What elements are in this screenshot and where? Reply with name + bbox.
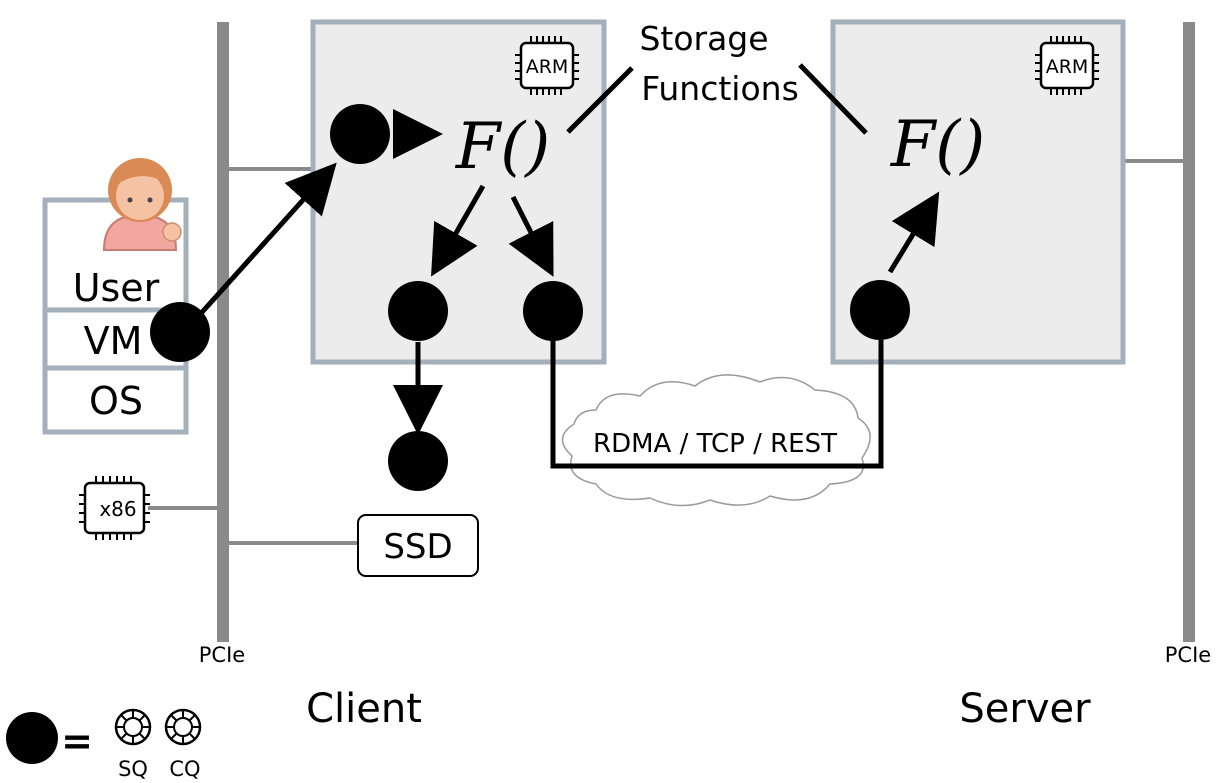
queue-node-ssd <box>388 431 448 491</box>
pcie-left-label: PCIe <box>199 643 245 667</box>
ssd-box <box>357 514 479 577</box>
user-avatar-icon <box>102 158 182 251</box>
arrow-server-queue-to-function <box>887 191 940 274</box>
callout-line-client <box>566 66 634 134</box>
pcie-right-label: PCIe <box>1165 643 1211 667</box>
queue-node-server <box>850 280 910 340</box>
network-link <box>550 340 884 469</box>
callout-line-server <box>798 63 868 135</box>
queue-node-nic-ingress <box>330 104 390 164</box>
function-client-label: F() <box>455 110 550 184</box>
legend-queue-node <box>6 712 58 764</box>
vm-label: VM <box>84 319 143 363</box>
cloud-icon <box>561 374 871 507</box>
chip-icon <box>1035 36 1099 95</box>
queue-ring-icon <box>114 708 152 746</box>
ssd-label: SSD <box>383 527 452 567</box>
storage-functions-line1: Storage <box>639 19 768 58</box>
x86-label: x86 <box>99 497 136 521</box>
arrow-function-to-local-queue <box>431 184 486 277</box>
queue-node-local <box>388 281 448 341</box>
queue-node-vm <box>150 302 210 362</box>
user-label: User <box>73 266 160 310</box>
function-server-label: F() <box>890 108 985 182</box>
pcie-bus-right <box>1183 22 1195 642</box>
legend-equals: = <box>61 719 93 763</box>
chip-icon <box>515 36 579 95</box>
pcie-bus-left <box>217 22 229 642</box>
os-label: OS <box>89 379 143 423</box>
arm-server-label: ARM <box>1046 56 1089 78</box>
network-label: RDMA / TCP / REST <box>593 429 837 459</box>
server-label: Server <box>959 686 1091 732</box>
arrow-vm-to-nic-queue <box>193 162 337 322</box>
client-label: Client <box>306 686 422 732</box>
legend-sq-label: SQ <box>118 757 148 781</box>
chip-icon <box>79 476 150 540</box>
queue-ring-icon <box>164 708 202 746</box>
queue-node-remote <box>523 281 583 341</box>
arm-client-label: ARM <box>526 56 569 78</box>
legend-cq-label: CQ <box>169 757 200 781</box>
storage-functions-line2: Functions <box>641 69 799 108</box>
arrow-function-to-remote-queue <box>508 195 554 277</box>
